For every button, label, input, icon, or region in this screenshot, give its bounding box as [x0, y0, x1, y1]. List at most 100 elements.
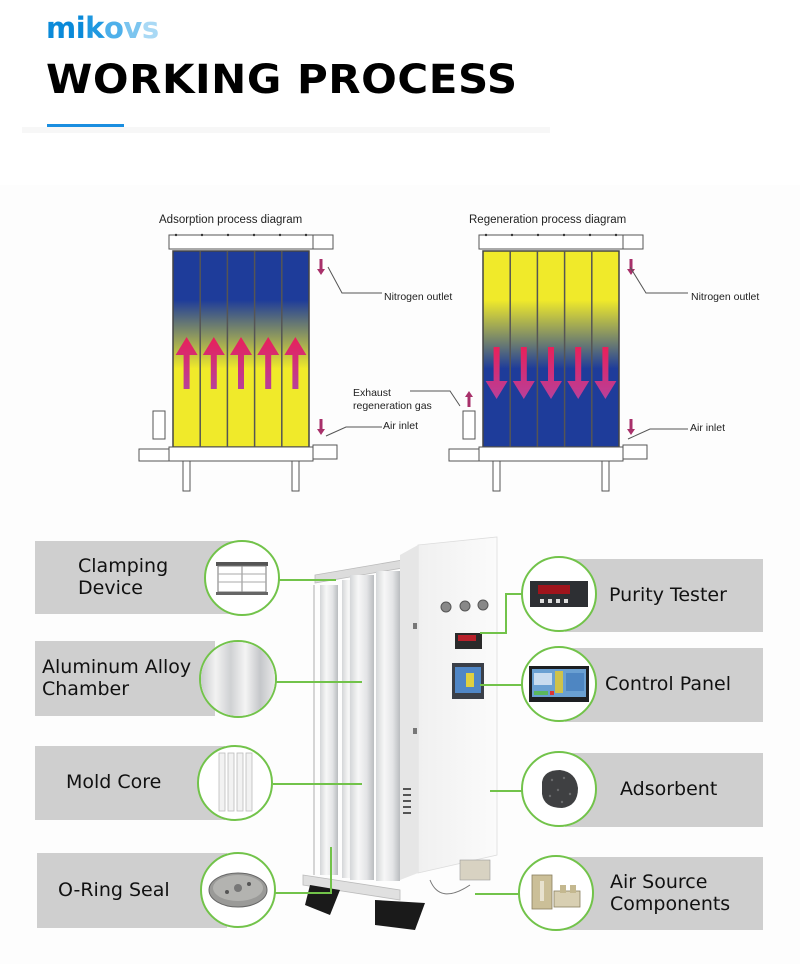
exhaust-regeneration-gas-label: Exhaust regeneration gas [353, 387, 432, 413]
component-air-source-components: Air Source Components [565, 857, 763, 930]
small-arrow-down-icon [317, 259, 325, 275]
regeneration-diagram [448, 233, 648, 492]
header: mikovs WORKING PROCESS [0, 0, 800, 185]
bottom-rail [478, 446, 624, 462]
exhaust-valve [462, 410, 476, 440]
top-rail [168, 234, 314, 250]
outlet-port [622, 234, 644, 250]
rail-bolt [614, 233, 618, 237]
regeneration-leader-lines [627, 266, 688, 440]
bottom-rail [168, 446, 314, 462]
adsorption-air-inlet-label: Air inlet [383, 420, 419, 432]
component-aluminum-alloy-chamber: Aluminum Alloy Chamber [35, 641, 215, 716]
adsorbent-label: Adsorbent [620, 778, 718, 801]
adsorption-diagram-title: Adsorption process diagram [159, 214, 303, 226]
logo-letter: mi [46, 11, 86, 45]
rail-bolt [562, 233, 566, 237]
connector-purity-tester-h2 [505, 593, 523, 595]
mold-core-icon [197, 745, 273, 821]
component-purity-tester: Purity Tester [565, 559, 763, 632]
inlet-port [312, 444, 338, 460]
flow-arrow-up [175, 337, 198, 389]
left-pipe [138, 448, 170, 462]
small-arrow-down-icon [627, 419, 635, 435]
flow-arrow-up [257, 337, 280, 389]
component-mold-core: Mold Core [35, 746, 225, 820]
flow-arrow-down [485, 347, 508, 399]
top-rail [478, 234, 624, 250]
rail-bolt [304, 233, 308, 237]
air-source-components-icon [518, 855, 594, 931]
regeneration-nitrogen-outlet-label: Nitrogen outlet [691, 291, 760, 303]
air-source-components-label: Air Source Components [610, 870, 731, 915]
component-o-ring-seal: O-Ring Seal [37, 853, 227, 928]
rail-bolt [200, 233, 204, 237]
page-title: WORKING PROCESS [46, 57, 518, 103]
o-ring-seal-label: O-Ring Seal [58, 878, 170, 901]
connector-adsorbent [490, 790, 524, 792]
aluminum-chamber-icon [199, 640, 277, 718]
exhaust-leader-line [410, 390, 461, 407]
rail-bolt [588, 233, 592, 237]
rail-bolt [536, 233, 540, 237]
o-ring-seal-icon [200, 852, 276, 928]
rail-bolt [278, 233, 282, 237]
logo-letter: v [123, 11, 142, 45]
rail-bolt [252, 233, 256, 237]
connector-purity-tester-v [505, 593, 507, 634]
connector-o-ring-seal-h [275, 892, 331, 894]
connector-air-source-components [475, 893, 521, 895]
purity-tester-icon [521, 556, 597, 632]
leg [492, 460, 501, 492]
inlet-port [622, 444, 648, 460]
connector-control-panel [480, 684, 524, 686]
logo-letter: s [141, 11, 159, 45]
left-pipe [448, 448, 480, 462]
control-panel-icon [521, 646, 597, 722]
rail-bolt [174, 233, 178, 237]
exhaust-valve [152, 410, 166, 440]
title-divider-shadow [22, 127, 550, 133]
leg [601, 460, 610, 492]
logo-letter: o [103, 11, 124, 45]
title-underline [47, 124, 124, 127]
rail-bolt [510, 233, 514, 237]
adsorption-diagram [138, 233, 338, 492]
flow-arrow-down [540, 347, 562, 399]
logo-letter: k [85, 11, 104, 45]
purity-tester-label: Purity Tester [609, 583, 727, 606]
rail-bolt [484, 233, 488, 237]
flow-arrow-down [594, 347, 617, 399]
brand-logo: mikovs [46, 14, 159, 43]
flow-arrow-up [284, 337, 307, 389]
leg [291, 460, 300, 492]
clamping-device-icon [204, 540, 280, 616]
nitrogen-generator-machine [302, 536, 498, 930]
process-section: Adsorption process diagram Nitrogen outl… [0, 185, 800, 964]
exhaust-label-line1: Exhaust [353, 387, 391, 399]
small-arrow-down-icon [317, 419, 325, 435]
adsorption-leader-lines [325, 266, 382, 437]
regeneration-diagram-title: Regeneration process diagram [469, 214, 627, 226]
outlet-port [312, 234, 334, 250]
connector-mold-core [273, 783, 362, 785]
clamping-device-label: Clamping Device [78, 554, 169, 599]
mold-core-label: Mold Core [66, 771, 162, 794]
flow-arrow-up [230, 337, 252, 389]
exhaust-label-line2: regeneration gas [353, 400, 432, 413]
connector-aluminum-alloy-chamber [276, 681, 362, 683]
component-adsorbent: Adsorbent [565, 753, 763, 827]
flow-arrow-up [202, 337, 225, 389]
adsorption-nitrogen-outlet-label: Nitrogen outlet [384, 291, 453, 303]
flow-arrow-down [512, 347, 535, 399]
rail-bolt [226, 233, 230, 237]
leg [182, 460, 191, 492]
flow-arrow-down [567, 347, 590, 399]
connector-clamping-device [278, 579, 336, 581]
control-panel-label: Control Panel [605, 673, 731, 696]
connector-o-ring-seal-v [330, 847, 332, 894]
aluminum-alloy-chamber-label: Aluminum Alloy Chamber [42, 655, 192, 700]
connector-purity-tester-h1 [480, 632, 506, 634]
component-control-panel: Control Panel [565, 648, 763, 722]
adsorbent-icon [521, 751, 597, 827]
